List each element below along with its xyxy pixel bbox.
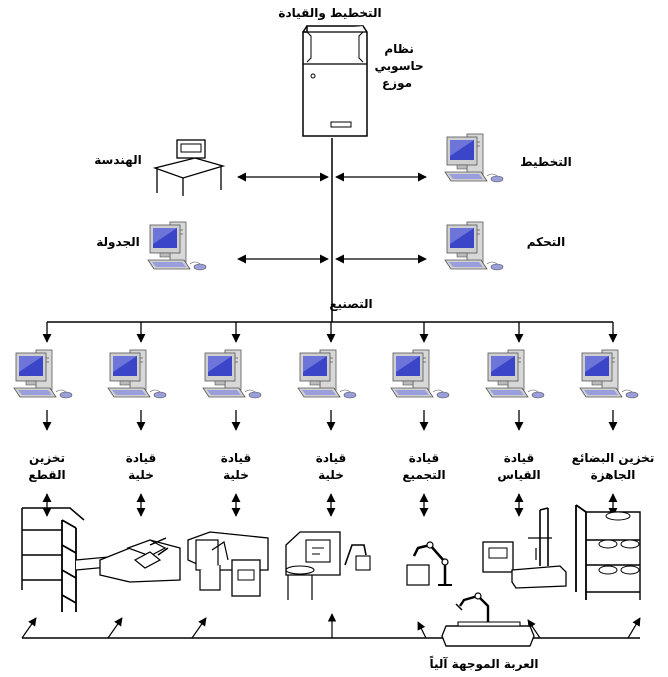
machine-cell-1 (99, 537, 181, 583)
station-label: قيادة خلية (221, 451, 252, 482)
label-manufacturing: التصنيع (329, 297, 372, 311)
machine-cell-2 (187, 531, 269, 597)
station-label: قيادة خلية (316, 451, 347, 482)
machine-cell-3 (285, 531, 371, 600)
server-icon (302, 25, 368, 137)
station-7: تخزين البضائع الجاهزة (572, 322, 655, 517)
label-agv: العربة الموجهة آلياً (429, 655, 538, 672)
server-caption-line-3: موزع (382, 76, 412, 91)
station-1: تخزين القطع (13, 322, 73, 517)
station-5: قيادة التجميع (390, 322, 450, 517)
station-6: قيادة القياس (485, 322, 545, 517)
top-title: التخطيط والقيادة (278, 6, 381, 21)
station-label-line: الجاهزة (591, 468, 636, 482)
station-label-line: قيادة (316, 451, 347, 465)
station-label-line: التجميع (402, 468, 445, 482)
label-planning: التخطيط (520, 155, 572, 169)
station-label-line: قيادة (504, 451, 535, 465)
computer-icon (390, 349, 450, 399)
label-engineering: الهندسة (94, 153, 141, 167)
computer-icon (107, 349, 167, 399)
computer-icon-control (444, 221, 504, 271)
robot-arm-icon-assembly (406, 541, 452, 586)
server-caption-line-2: حاسوبي (375, 59, 424, 74)
computer-icon (13, 349, 73, 399)
station-label-line: خلية (223, 468, 249, 482)
computer-icon (485, 349, 545, 399)
storage-rack-icon-finished (575, 504, 641, 600)
server-caption: نظام حاسوبي موزع (370, 42, 423, 91)
station-label-line: تخزين البضائع (572, 451, 655, 465)
station-label: قيادة التجميع (402, 451, 445, 482)
station-4: قيادة خلية (297, 322, 357, 517)
computer-icon (202, 349, 262, 399)
desk-icon (152, 139, 226, 196)
station-label-line: قيادة (409, 451, 440, 465)
station-label: قيادة خلية (126, 451, 157, 482)
station-label: قيادة القياس (497, 451, 540, 482)
station-label-line: قيادة (126, 451, 157, 465)
station-label-line: القطع (28, 468, 65, 482)
computer-icon-scheduling (147, 221, 207, 271)
computer-icon-planning (444, 133, 504, 183)
station-label-line: خلية (128, 468, 154, 482)
station-label: تخزين القطع (28, 451, 65, 482)
station-label-line: خلية (318, 468, 344, 482)
agv-arrows (21, 613, 641, 639)
agv-icon (441, 592, 535, 647)
station-3: قيادة خلية (202, 322, 262, 517)
computer-icon (579, 349, 639, 399)
station-2: قيادة خلية (107, 322, 167, 517)
server-caption-line-1: نظام (384, 42, 414, 57)
station-label-line: تخزين (29, 451, 65, 465)
machine-measuring (482, 507, 567, 589)
computer-icon (297, 349, 357, 399)
station-label: تخزين البضائع الجاهزة (572, 451, 655, 482)
label-scheduling: الجدولة (96, 235, 139, 250)
label-control: التحكم (527, 235, 566, 249)
station-label-line: القياس (497, 468, 540, 482)
station-label-line: قيادة (221, 451, 252, 465)
